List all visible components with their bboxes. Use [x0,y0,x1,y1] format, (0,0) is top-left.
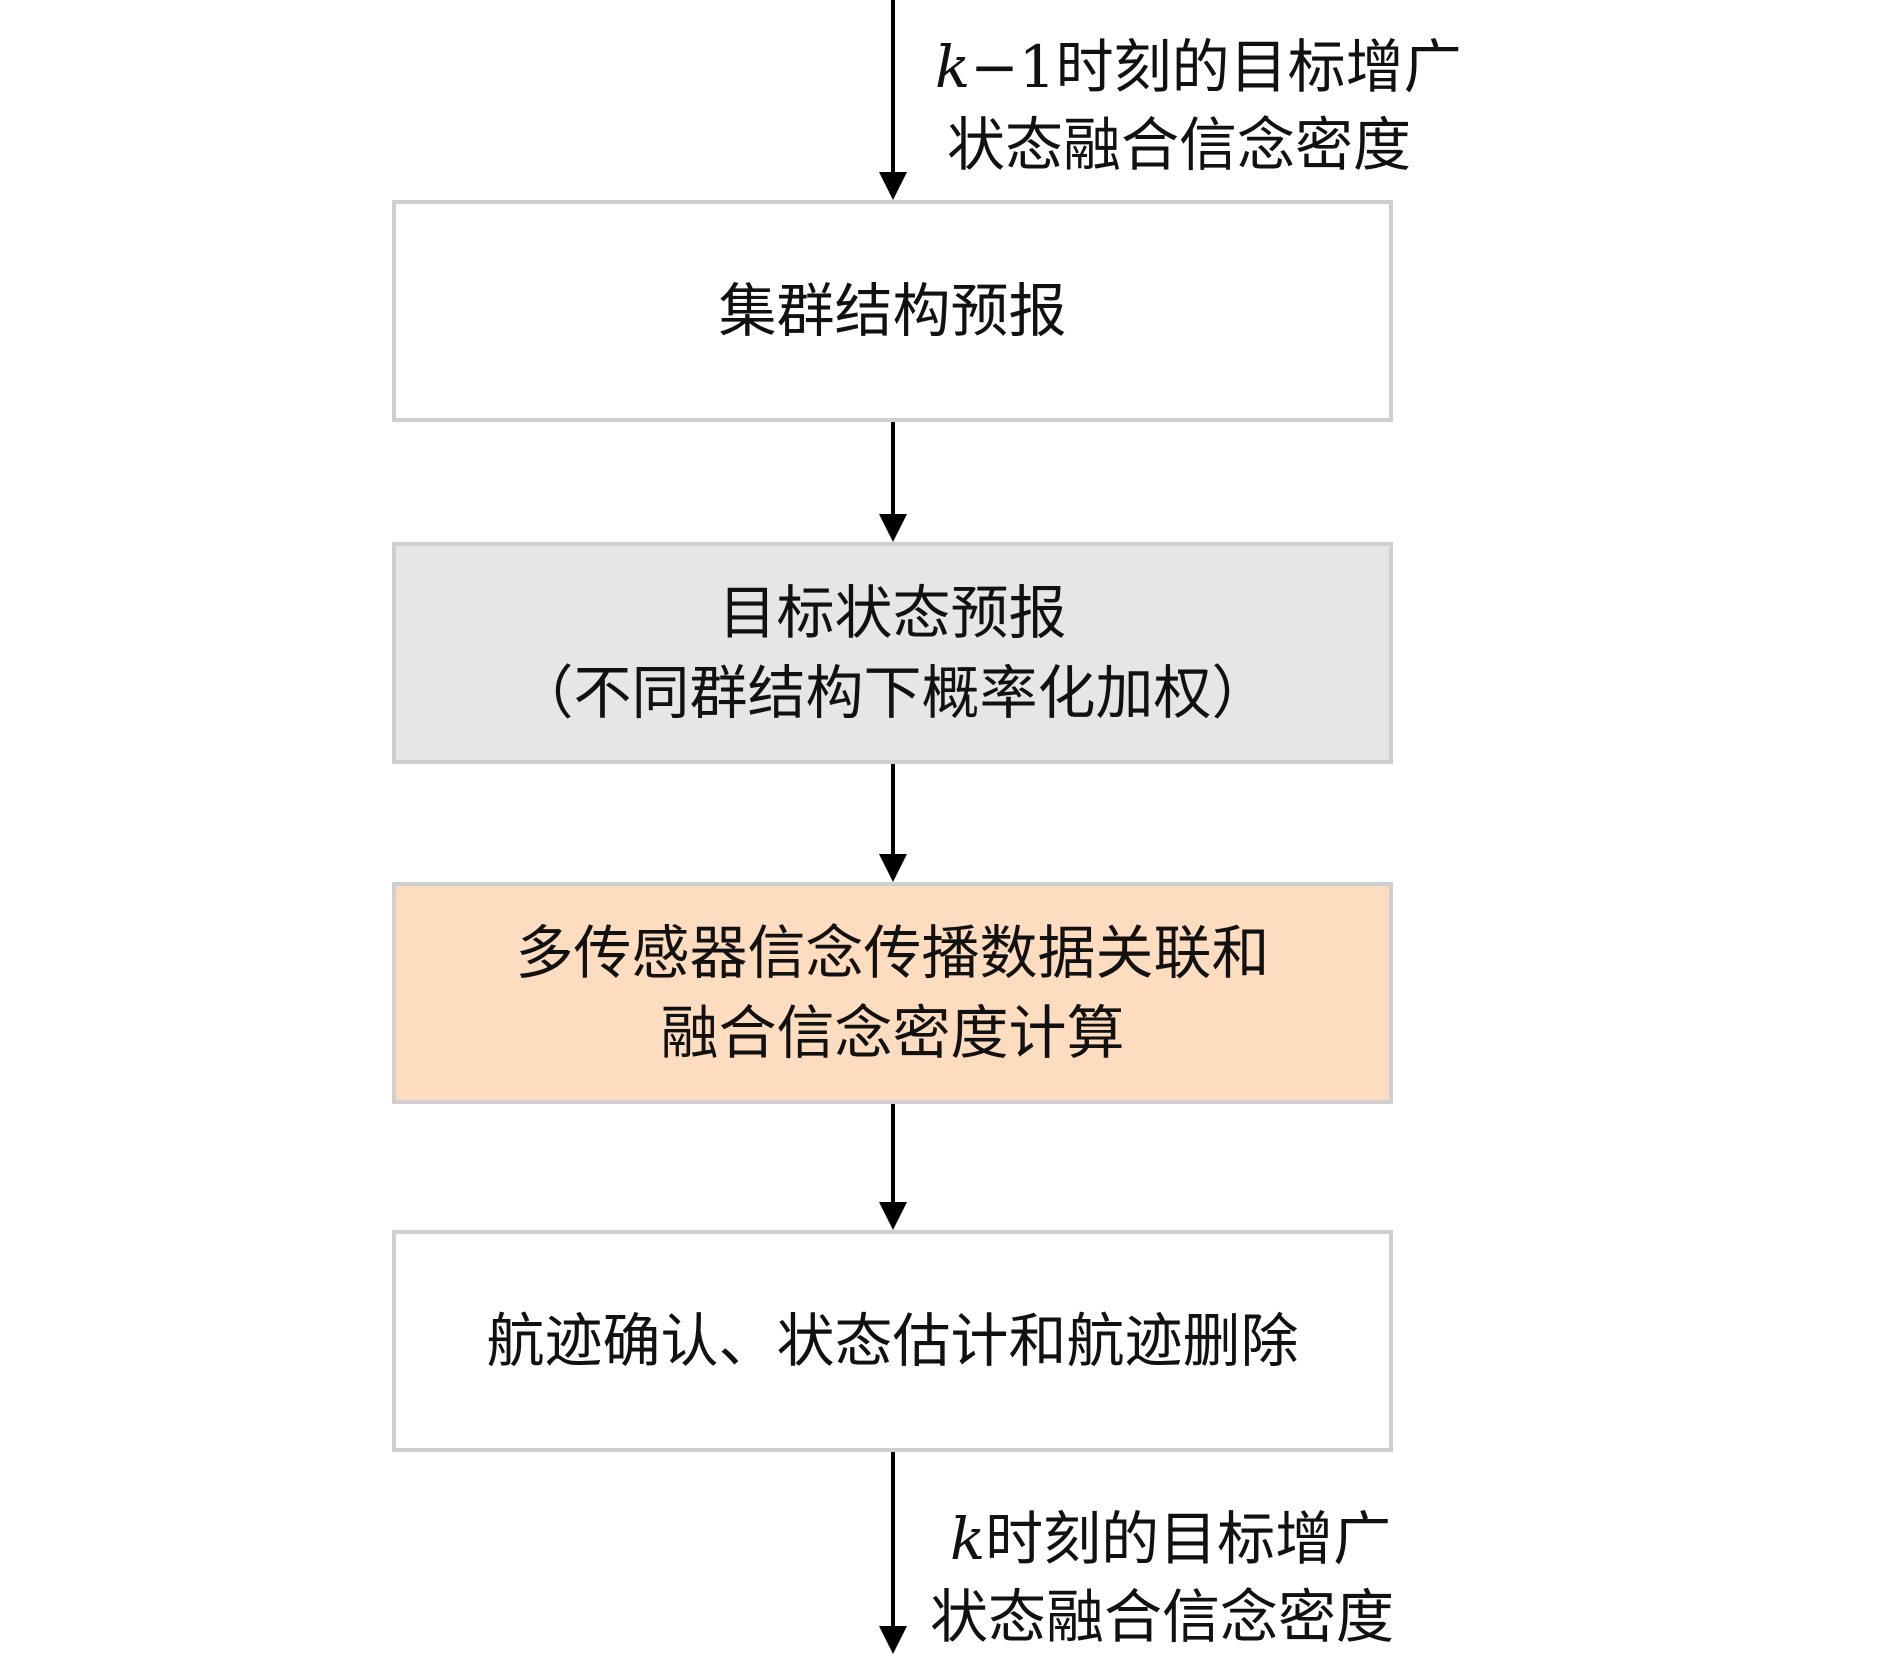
step-3-text-2: 融合信念密度计算 [660,999,1125,1067]
arrowhead [879,1202,907,1230]
step-3-text: 多传感器信念传播数据关联和 [515,919,1270,987]
output-label-line2: 状态融合信念密度 [930,1583,1395,1651]
output-var: k [950,1505,986,1573]
arrow-3-4 [891,1102,895,1212]
arrowhead [879,172,907,200]
input-label-line1: −1时刻的目标增广 [970,33,1462,101]
input-label: k−1时刻的目标增广 状态融合信念密度 [935,28,1462,184]
step-cluster-structure-prediction: 集群结构预报 [392,200,1393,422]
arrowhead [879,1626,907,1654]
step-4-text: 航迹确认、状态估计和航迹删除 [486,1307,1299,1375]
step-2-text: 目标状态预报 [718,579,1067,647]
step-1-text: 集群结构预报 [718,277,1067,345]
step-2-subtext: （不同群结构下概率化加权） [515,659,1270,727]
input-arrow [891,0,895,175]
output-label-line1: 时刻的目标增广 [985,1505,1392,1573]
output-label: k时刻的目标增广 状态融合信念密度 [930,1500,1394,1656]
input-var: k [935,33,971,101]
output-arrow [891,1450,895,1630]
arrowhead [879,854,907,882]
arrow-2-3 [891,762,895,862]
input-label-line2: 状态融合信念密度 [947,111,1412,179]
step-track-management: 航迹确认、状态估计和航迹删除 [392,1230,1393,1452]
arrow-1-2 [891,422,895,522]
step-target-state-prediction: 目标状态预报 （不同群结构下概率化加权） [392,542,1393,764]
step-data-association-fusion: 多传感器信念传播数据关联和 融合信念密度计算 [392,882,1393,1104]
arrowhead [879,514,907,542]
